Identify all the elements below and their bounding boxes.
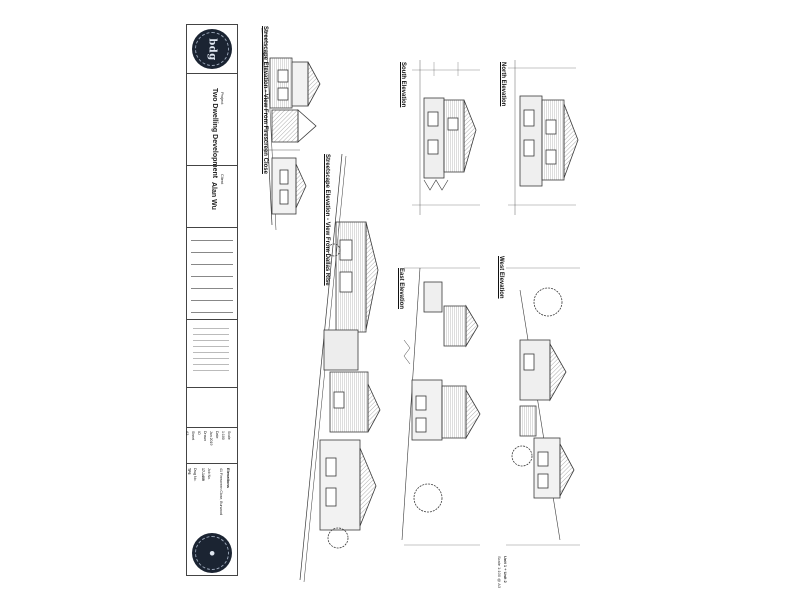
company-logo: bdg (192, 29, 232, 69)
blank-cell (187, 387, 237, 427)
east-elevation (401, 267, 481, 546)
revision-table (187, 227, 237, 319)
south-elevation (412, 60, 480, 215)
notes-cell (187, 319, 237, 387)
title-block: bdg Project Two Dwelling Development Cli… (185, 24, 238, 576)
west-elevation-label: West Elevation (498, 256, 504, 299)
scale-note: Scale 1:100 @ A3 (497, 556, 502, 589)
south-elevation-label: South Elevation (400, 62, 406, 108)
streetscape-2-label: Streetscape Elevation - View From Dallas… (324, 154, 330, 286)
north-elevation-label: North Elevation (500, 62, 506, 107)
details-cell: Scale 1:100 Date Jan 2019 Drawn IO Sheet… (185, 427, 237, 463)
east-elevation-label: East Elevation (398, 268, 404, 310)
unit-label: Unit 1 + Unit 2 (503, 556, 508, 583)
north-elevation (508, 60, 579, 215)
west-elevation (506, 267, 580, 546)
client-cell: Client Alan Wu (187, 165, 237, 227)
streetscape-elevation-2 (299, 153, 381, 583)
streetscape-elevation-1 (261, 27, 321, 231)
streetscape-1-label: Streetscape Elevation - View From Firesc… (262, 26, 268, 174)
drawing-info-cell: Elevations 41 Firescreen Close, Burwood … (187, 463, 237, 531)
company-logo-footer: ● (192, 533, 232, 573)
project-cell: Project Two Dwelling Development (187, 73, 237, 178)
